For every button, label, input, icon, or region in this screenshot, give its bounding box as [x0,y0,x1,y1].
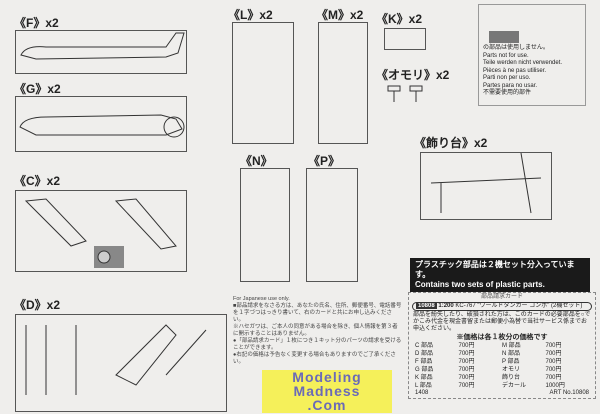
japanese-notice: For Japanese use only. ■部品請求をなさる方は、あなたの氏… [233,296,403,366]
sprue-g-label: 《G》x2 [14,82,61,96]
card-instructions: 部品を紛失したり、破損された方は、このカードの必要部品を○でかこみ代金を現金書留… [413,312,591,332]
parts-price-cell: デカール [502,383,527,389]
watermark: Modeling Madness .Com [262,370,392,413]
parts-price-row: G 部品 700円 オモリ 700円 [415,366,589,374]
sprue-l [232,22,294,144]
legend-line: Partes para no usar. [483,82,538,89]
parts-price-cell: P 部品 [502,359,520,365]
notice-line: ●「部品請求カード」１枚につき１キット分のパーツの請求を受けることができます。 [233,338,402,351]
banner-en: Contains two sets of plastic parts. [415,280,545,289]
legend-line: Parti non per uso. [483,75,531,81]
parts-price-list: C 部品 700円 M 部品 700円 D 部品 700円 N 部品 700円 F 部品 700円… [415,342,589,390]
parts-price-cell: 700円 [458,359,475,365]
watermark-line: Modeling [292,369,362,385]
sprue-p-label: 《P》 [308,154,341,168]
art-number: ART No.10808 [549,390,589,396]
sprue-k-label: 《K》x2 [376,12,423,26]
parts-price-cell: 700円 [545,351,562,357]
notice-line: ※ハセガワは、ご本人の同意がある場合を除き、個人情報を第３者に開示することはあり… [233,324,398,337]
wings-c-drawing [24,198,177,268]
kit-number: 10808 [416,303,437,309]
sprue-g [15,96,187,152]
parts-price-cell: 700円 [545,375,562,381]
parts-price-cell: C 部品 [415,343,434,349]
parts-price-row: D 部品 700円 N 部品 700円 [415,350,589,358]
parts-price-cell: 飾り台 [502,375,521,381]
parts-price-cell: D 部品 [415,351,434,357]
plastic-parts-banner: プラスチック部品は２機セット分入っています。 Contains two sets… [410,258,590,292]
stand-drawing [430,153,542,214]
sprue-k [384,28,426,50]
parts-price-cell: 700円 [458,375,475,381]
parts-price-cell: 700円 [458,351,475,357]
legend-line: 不需要使用的部件 [483,90,532,96]
sprue-stand-label: 《飾り台》x2 [414,136,488,150]
parts-price-row: K 部品 700円 飾り台 700円 [415,374,589,382]
sprue-omori-label: 《オモリ》x2 [376,68,450,82]
fuselage-g-drawing [19,114,185,138]
sprue-d [15,314,227,412]
parts-price-cell: 700円 [458,383,475,389]
sprue-l-label: 《L》x2 [228,8,273,22]
price-note: ※価格は各１枚分の価格です [456,334,548,341]
parts-price-cell: 700円 [458,343,475,349]
banner-jp: プラスチック部品は２機セット分入っています。 [415,260,575,279]
legend-line: の部品は使用しません。 [483,45,549,51]
parts-price-cell: 700円 [545,343,562,349]
parts-d-drawing [25,324,207,395]
sprue-c [15,190,187,272]
notice-line: ■部品請求をなさる方は、あなたの氏名、住所、郵便番号、電話番号を１字づつはっきり… [233,303,402,323]
parts-price-cell: オモリ [502,367,521,373]
parts-price-cell: 1000円 [545,383,565,389]
unused-parts-legend: の部品は使用しません。 Parts not for use. Teile wer… [478,4,586,106]
watermark-line: Madness [293,383,361,399]
card-title: 部品請求カード [480,294,523,300]
sprue-f-label: 《F》x2 [14,16,59,30]
kit-scale: 1:200 [438,303,454,309]
sprue-stand [420,152,552,220]
unused-swatch [489,31,519,43]
parts-price-row: C 部品 700円 M 部品 700円 [415,342,589,350]
parts-price-cell: 700円 [545,359,562,365]
parts-request-card: 部品請求カード 10808 1:200 KC-767 "ワールドタンカー コンボ… [408,292,596,399]
parts-price-cell: L 部品 [415,383,432,389]
card-code: 1408 [415,390,429,396]
sprue-d-label: 《D》x2 [14,298,61,312]
sprue-c-label: 《C》x2 [14,174,61,188]
parts-price-cell: K 部品 [415,375,433,381]
parts-price-cell: N 部品 [502,351,521,357]
parts-price-cell: M 部品 [502,343,521,349]
legend-line: Teile werden nicht verwendet. [483,60,563,66]
kit-name: KC-767 "ワールドタンカー コンボ" (2機セット) [455,303,583,309]
scissors-icon: ✂ [410,282,418,292]
watermark-line: .Com [307,397,347,413]
parts-price-row: L 部品 700円 デカール 1000円 [415,382,589,390]
sprue-m [318,22,368,144]
sprue-p [306,168,358,282]
parts-price-cell: 700円 [458,367,475,373]
sprue-m-label: 《M》x2 [316,8,364,22]
fuselage-f-drawing [20,32,185,60]
sprue-f [15,30,187,74]
notice-line: ●右記の価格は予告なく変更する場合もありますのでご了承ください。 [233,352,396,365]
parts-price-cell: 700円 [545,367,562,373]
sprue-n [240,168,290,282]
legend-line: Parts not for use. [483,52,529,59]
parts-price-row: F 部品 700円 P 部品 700円 [415,358,589,366]
weight-parts-drawing [387,85,423,102]
notice-title: For Japanese use only. [233,296,290,302]
parts-price-cell: F 部品 [415,359,433,365]
legend-line: Pièces à ne pas utiliser. [483,67,547,74]
parts-price-cell: G 部品 [415,367,434,373]
sprue-n-label: 《N》 [240,154,273,168]
